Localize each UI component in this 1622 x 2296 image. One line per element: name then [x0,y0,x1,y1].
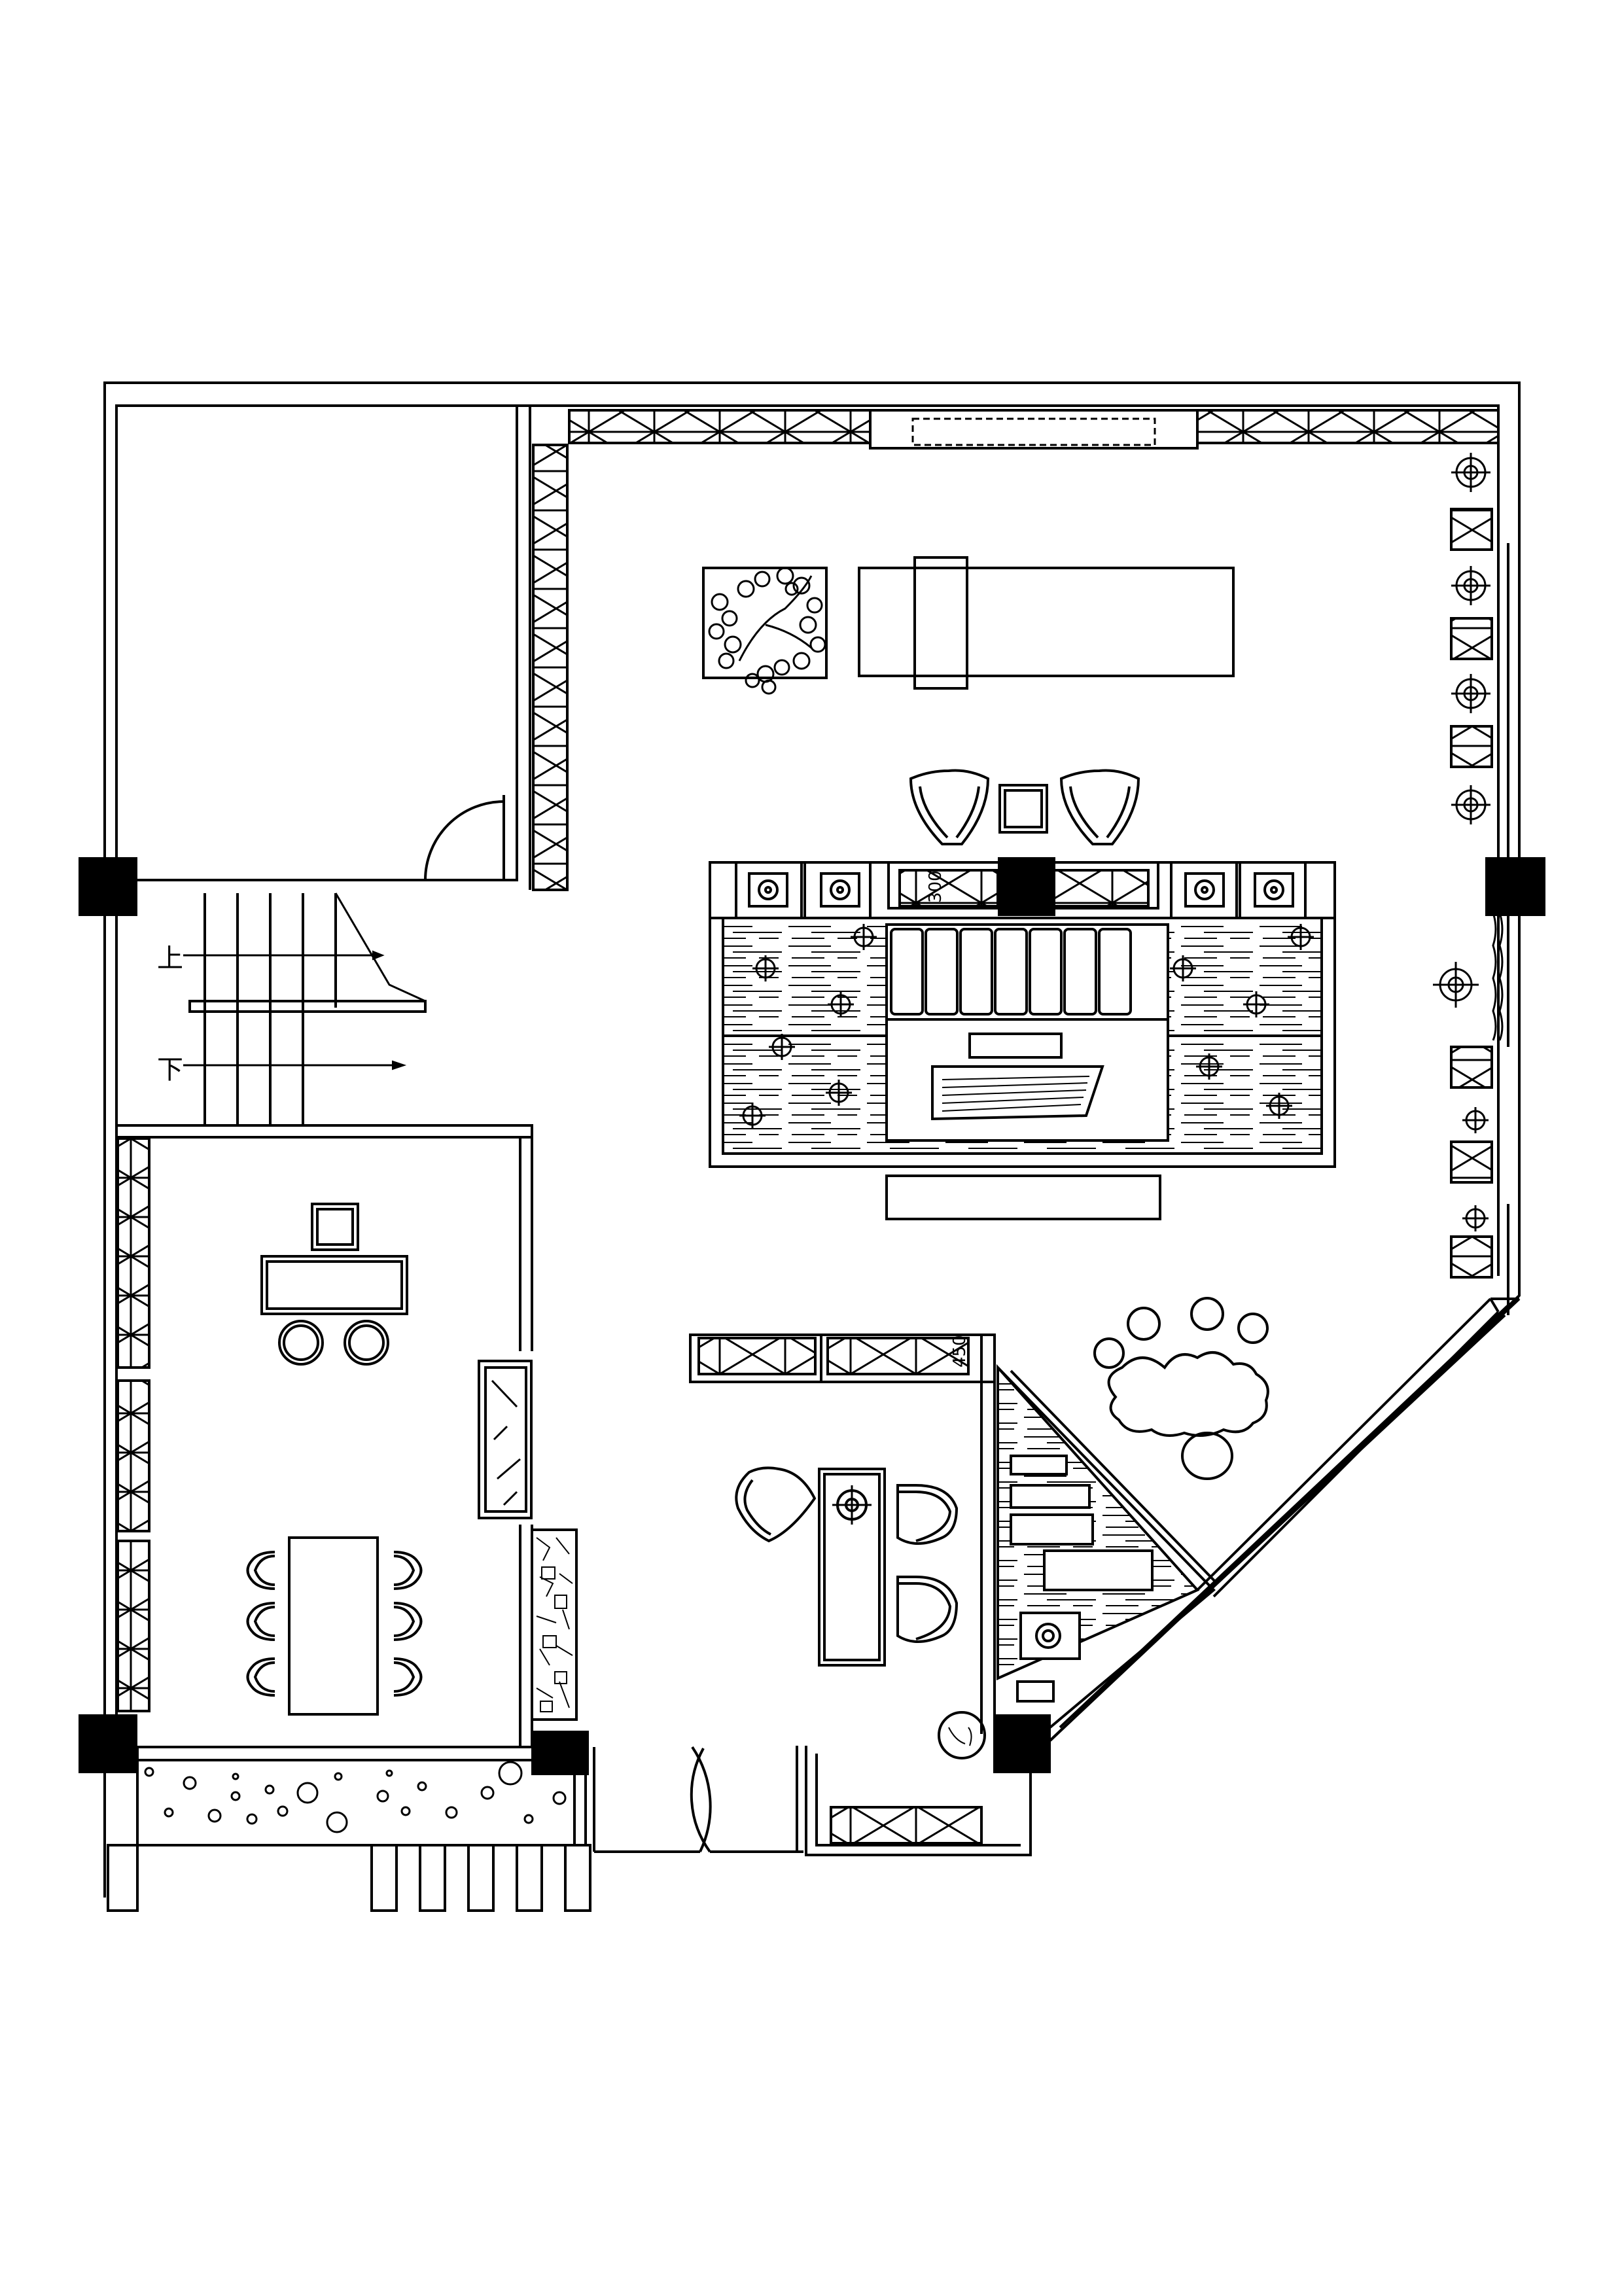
spot-light-icon [1433,453,1490,1231]
left-room-walls [115,1124,533,1747]
right-wall-cabinets [1450,508,1493,1279]
display-cabinet [478,1360,533,1519]
structural-column [79,857,1545,1775]
study-chair [311,1203,359,1251]
side-table [998,784,1048,834]
diagonal-shelf-wood [996,1364,1218,1729]
diagonal-outer-wall [1049,1298,1521,1742]
floor-spot-light-icon [739,924,1314,1129]
dining-table [288,1536,379,1716]
entry-steps-left [107,1844,591,1912]
staircase [183,892,427,1125]
cloud-pond [1093,1297,1269,1480]
top-window-unit [869,409,1199,450]
left-cabinet-column [532,444,569,891]
shelf-items [1010,1455,1154,1703]
stool-icon [278,1320,389,1366]
pebble-planter [136,1746,576,1846]
bench [885,1174,1161,1220]
lounge-seat-row [885,923,1169,1021]
tea-table [818,1468,886,1667]
top-cabinet-left [568,409,872,444]
dimension-label-450: 450 [950,1335,970,1368]
armchair [909,769,990,845]
dimension-label-300: 300 [926,870,945,903]
plant-pot-icon [938,1711,986,1759]
stone-wall-texture [531,1528,578,1721]
tea-room-walls [805,1335,1032,1856]
entrance-door [584,1740,807,1853]
right-window [1507,543,1521,1315]
study-desk [260,1255,408,1315]
curtain-icon [1492,912,1504,1041]
dining-chair [246,1551,423,1697]
daybed-sofa [858,556,1235,690]
fireplace-table [885,1018,1169,1142]
storage-room [115,404,518,881]
left-wall-cabinets [116,1137,150,1712]
stair-up-label: 上 [157,944,183,974]
armchair [1059,769,1140,845]
tea-chair [735,1466,959,1643]
stair-down-label: 下 [157,1055,183,1085]
bottom-cabinet [830,1806,983,1845]
tea-room-cabinet [689,1333,996,1383]
top-cabinet-right [1196,409,1500,444]
bonsai-planter-icon [702,567,828,695]
